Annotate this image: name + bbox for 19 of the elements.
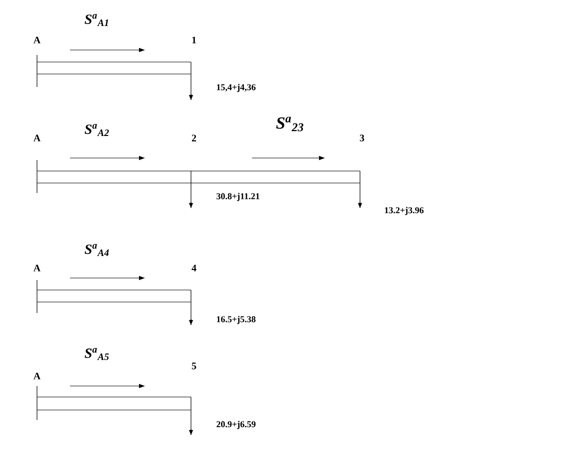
load-value: 30.8+j11.21 [216, 192, 260, 202]
node-label: 3 [360, 134, 364, 142]
load-value: 16.5+j5.38 [216, 316, 256, 324]
node-label: A [34, 134, 41, 142]
load-value: 15,4+j4,36 [216, 84, 256, 92]
formula-label: S$^{a}$23 [276, 116, 304, 132]
node-label: A [34, 264, 41, 272]
node-label: A [34, 36, 41, 44]
node-label: 1 [192, 36, 196, 44]
formula-label: S$^{a}$A1 [84, 14, 108, 26]
formula-label: S$^{a}$A5 [84, 348, 109, 360]
load-value: 13.2+j3.96 [384, 206, 424, 216]
load-value: 20.9+j6.59 [216, 420, 256, 430]
node-label: 2 [192, 134, 196, 142]
node-label: 5 [192, 362, 196, 370]
formula-label: S$^{a}$A4 [84, 244, 109, 256]
formula-label: S$^{a}$A2 [84, 124, 109, 136]
node-label: A [34, 372, 41, 380]
node-label: 4 [192, 264, 196, 272]
